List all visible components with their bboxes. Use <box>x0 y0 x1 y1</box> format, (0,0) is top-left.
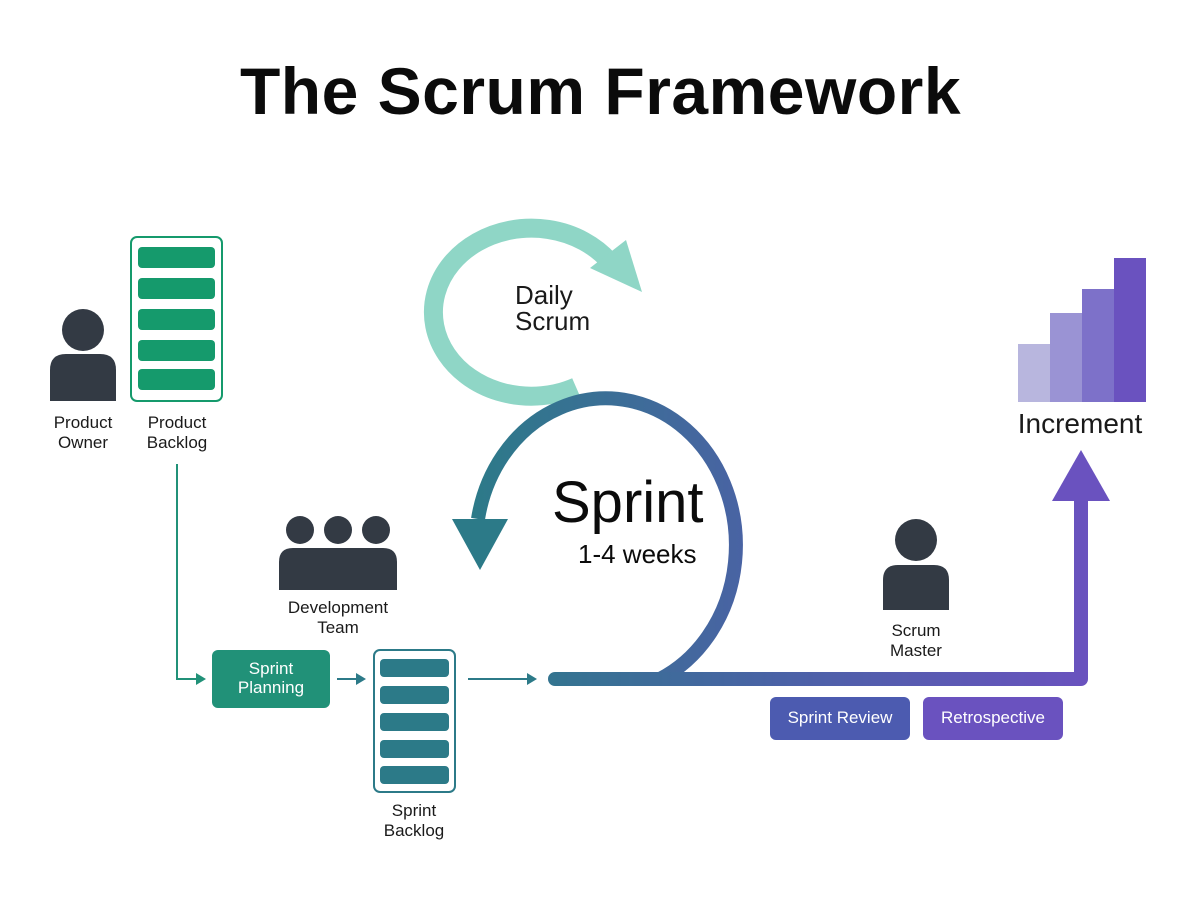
sprint-backlog-icon <box>373 649 456 793</box>
scrum-master-label: Scrum Master <box>890 621 942 660</box>
sprint-backlog-to-sprint-arrow <box>468 673 537 685</box>
increment-label: Increment <box>1017 408 1143 439</box>
sprint-label: Sprint <box>552 470 704 535</box>
daily-scrum-label: Daily Scrum <box>515 280 591 336</box>
product-backlog-icon <box>130 236 223 402</box>
product-owner-label: Product Owner <box>53 413 113 452</box>
sprint-planning-label: Sprint Planning <box>237 659 305 697</box>
sprint-planning-box: Sprint Planning <box>212 650 330 708</box>
sprint-duration-label: 1-4 weeks <box>578 539 697 569</box>
sprint-backlog-label: Sprint Backlog <box>383 801 445 840</box>
development-team-icon <box>279 516 397 590</box>
sprint-cycle <box>452 391 743 686</box>
sprint-review-label: Sprint Review <box>787 708 893 728</box>
page-title: The Scrum Framework <box>239 54 962 128</box>
development-team-label: Development Team <box>287 598 389 637</box>
increment-bars-icon <box>1018 258 1146 402</box>
retrospective-box: Retrospective <box>923 697 1063 740</box>
daily-scrum-loop <box>423 218 642 406</box>
backlog-to-planning-connector <box>176 464 206 685</box>
planning-to-sprint-backlog-arrow <box>337 673 366 685</box>
scrum-master-icon <box>883 519 949 610</box>
sprint-review-box: Sprint Review <box>770 697 910 740</box>
product-owner-icon <box>50 309 116 401</box>
sprint-timeline-arrow <box>548 450 1110 686</box>
retrospective-label: Retrospective <box>941 708 1045 728</box>
product-backlog-label: Product Backlog <box>146 413 208 452</box>
